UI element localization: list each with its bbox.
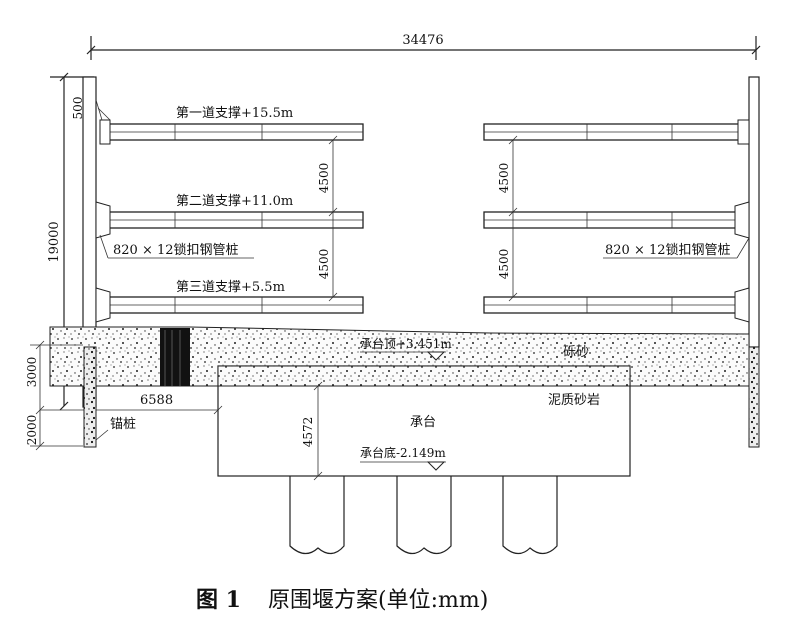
pile-cap [217,365,631,477]
sand-label: 砾砂 [563,345,589,360]
pile-label-right: 820 × 12锁扣钢管桩 [605,242,731,258]
spacing-lower-left: 4500 [317,249,331,280]
cap-height-value: 4572 [301,417,315,448]
soil-dimensions: 3000 2000 [25,340,83,451]
figure-caption: 图 1 原围堰方案(单位:mm) [196,587,488,613]
struts-right [483,119,750,323]
cap-top-label: 承台顶+3.451m [360,336,452,351]
spacing-upper-left: 4500 [317,163,331,194]
height-value: 19000 [47,221,62,262]
anchor-pile-label: 锚桩 [110,417,136,432]
width-value: 34476 [402,33,443,48]
figure-title: 原围堰方案(单位:mm) [268,588,488,613]
strut1-label: 第一道支撑+15.5m [176,106,293,121]
cap-label: 承台 [410,415,436,430]
strut2-label: 第二道支撑+11.0m [176,194,293,209]
cap-offset-value: 6588 [140,393,173,408]
spacing-lower-right: 4500 [497,249,511,280]
spacing-dimension-right: 4500 4500 [497,135,518,302]
right-pile-wall [748,76,760,448]
width-dimension: 34476 [86,33,761,60]
figure-number: 图 1 [196,587,241,613]
mudstone-label: 泥质砂岩 [548,393,600,408]
top-offset-value: 500 [71,97,85,120]
cap-top-marker: 承台顶+3.451m [360,336,452,361]
spacing-dimension-left: 4500 4500 [317,135,338,302]
pile-label-left: 820 × 12锁扣钢管桩 [113,242,239,258]
cap-height-dimension: 4572 [301,381,323,481]
spacing-upper-right: 4500 [497,163,511,194]
cap-bottom-marker: 承台底-2.149m [360,445,446,471]
anchor-depth-value: 2000 [25,415,39,446]
anchor-pile: 锚桩 [83,346,136,448]
pile-label-left-group: 820 × 12锁扣钢管桩 [99,234,254,259]
bored-piles [289,476,558,555]
soil-layer-value: 3000 [25,357,39,388]
strut3-label: 第三道支撑+5.5m [176,280,285,295]
cap-bottom-label: 承台底-2.149m [360,445,446,460]
struts-left [95,119,364,323]
pile-label-right-group: 820 × 12锁扣钢管桩 [603,237,750,259]
